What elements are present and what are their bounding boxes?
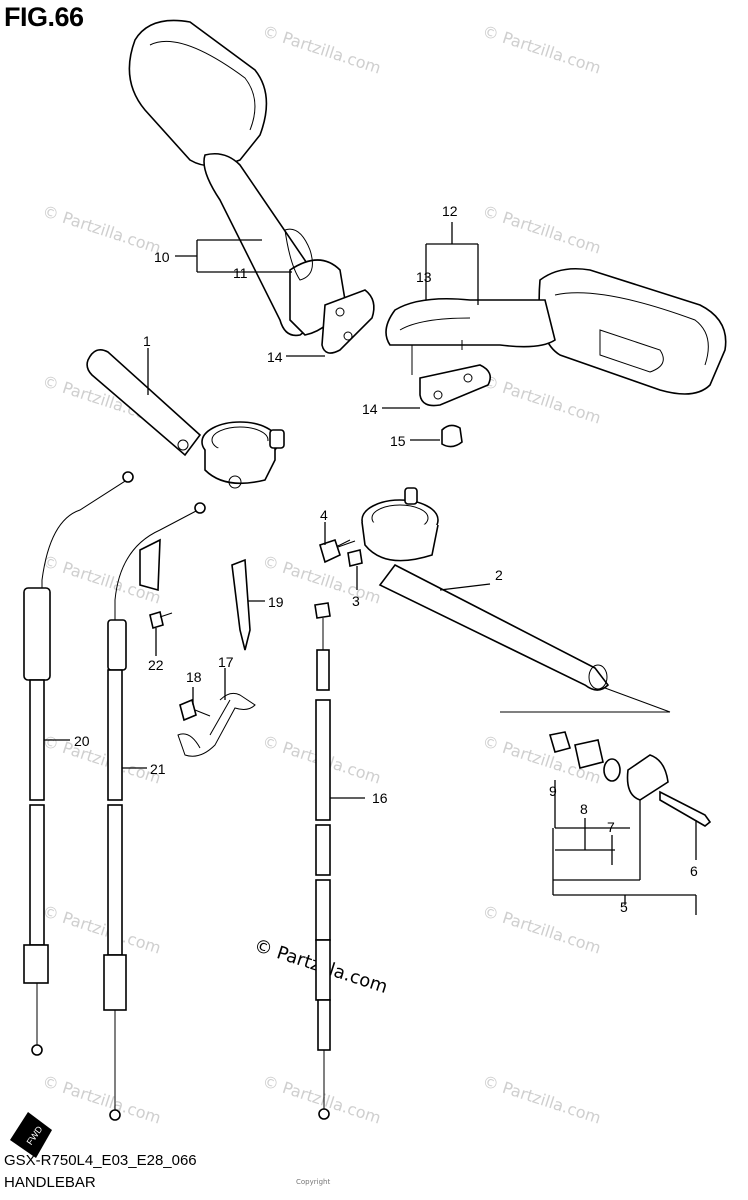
callout-19: 19: [268, 594, 284, 610]
callout-18: 18: [186, 669, 202, 685]
callout-22: 22: [148, 657, 164, 673]
callout-14b: 14: [362, 401, 378, 417]
model-code: GSX-R750L4_E03_E28_066: [4, 1152, 197, 1169]
bolt-4: [319, 538, 356, 564]
callout-12: 12: [442, 203, 458, 219]
callout-13: 13: [416, 269, 432, 285]
callout-5: 5: [620, 899, 628, 915]
callout-15: 15: [390, 433, 406, 449]
washer-3: [347, 549, 363, 567]
callout-4: 4: [320, 507, 328, 523]
callout-16: 16: [372, 790, 388, 806]
callout-3: 3: [352, 593, 360, 609]
bolt-22: [149, 610, 173, 630]
left-mirror-assembly: [128, 19, 375, 354]
callout-9: 9: [549, 783, 557, 799]
callout-21: 21: [150, 761, 166, 777]
forward-direction-badge: FWD: [10, 1112, 52, 1158]
throttle-cable-21: [103, 502, 206, 1121]
callout-1: 1: [143, 333, 151, 349]
pin-19: [231, 558, 251, 651]
callout-11: 11: [233, 265, 248, 281]
callout-7: 7: [607, 819, 615, 835]
bolt-18: [179, 698, 211, 722]
copyright-fine-print: Copyright: [296, 1178, 331, 1186]
leader-lines: [44, 222, 697, 915]
callout-2: 2: [495, 567, 503, 583]
right-mirror-assembly: [385, 267, 727, 448]
callout-17: 17: [218, 654, 234, 670]
left-handlebar: [86, 349, 285, 489]
section-name: HANDLEBAR: [4, 1174, 96, 1191]
callout-8: 8: [580, 801, 588, 817]
clutch-cable-16: [314, 602, 331, 1120]
callout-numbers: 1 2 3 4 5 6 7 8 9 10 11 12 13 14 14 15 1…: [74, 203, 698, 915]
callout-20: 20: [74, 733, 90, 749]
clamp-17: [177, 692, 256, 757]
callout-10: 10: [154, 249, 170, 265]
right-handlebar: [327, 487, 610, 691]
bar-end-parts: [500, 687, 712, 827]
figure-title: FIG.66: [4, 2, 84, 32]
throttle-cable-20: [23, 471, 134, 1056]
callout-6: 6: [690, 863, 698, 879]
callout-14: 14: [267, 349, 283, 365]
